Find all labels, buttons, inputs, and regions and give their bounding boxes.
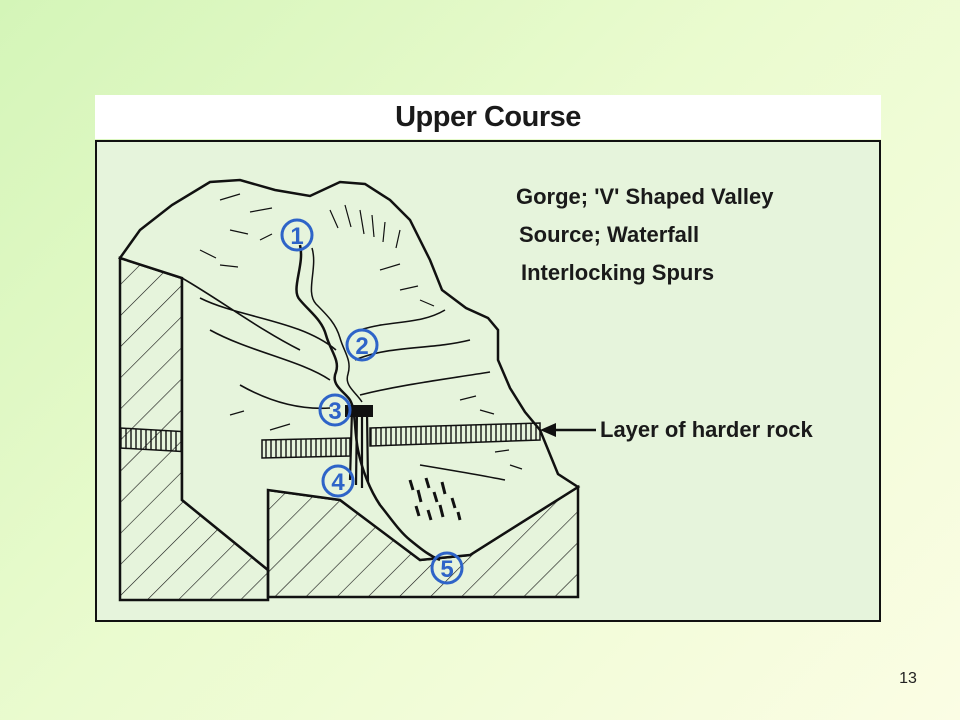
waterfall-plunge xyxy=(345,405,373,417)
marker-5-label: 5 xyxy=(440,556,453,583)
terrain-texture xyxy=(199,193,523,470)
marker-1-label: 1 xyxy=(290,223,303,250)
key-item-3: Interlocking Spurs xyxy=(521,260,715,285)
marker-1: 1 xyxy=(280,218,314,252)
figure-title: Upper Course xyxy=(395,101,581,133)
marker-5: 5 xyxy=(430,551,464,585)
river-channel xyxy=(295,244,441,562)
key-item-1: Gorge; 'V' Shaped Valley xyxy=(516,184,774,209)
marker-2: 2 xyxy=(345,328,379,362)
marker-3-label: 3 xyxy=(328,398,341,425)
figure-title-bar: Upper Course xyxy=(95,95,881,139)
marker-2-label: 2 xyxy=(355,333,368,360)
river-bank xyxy=(310,247,363,403)
marker-4: 4 xyxy=(321,464,355,498)
key-item-2: Source; Waterfall xyxy=(519,222,700,247)
page-number: 13 xyxy=(899,670,917,687)
spur-lines xyxy=(181,277,506,481)
waterfall xyxy=(348,409,370,488)
harder-rock-band-right xyxy=(369,422,541,447)
callout-arrowhead xyxy=(540,423,556,437)
harder-rock-callout: Layer of harder rock xyxy=(600,417,813,442)
marker-3: 3 xyxy=(318,393,352,427)
marker-4-label: 4 xyxy=(331,469,345,496)
harder-rock-band-middle xyxy=(261,437,351,459)
scree-marks xyxy=(408,477,462,521)
